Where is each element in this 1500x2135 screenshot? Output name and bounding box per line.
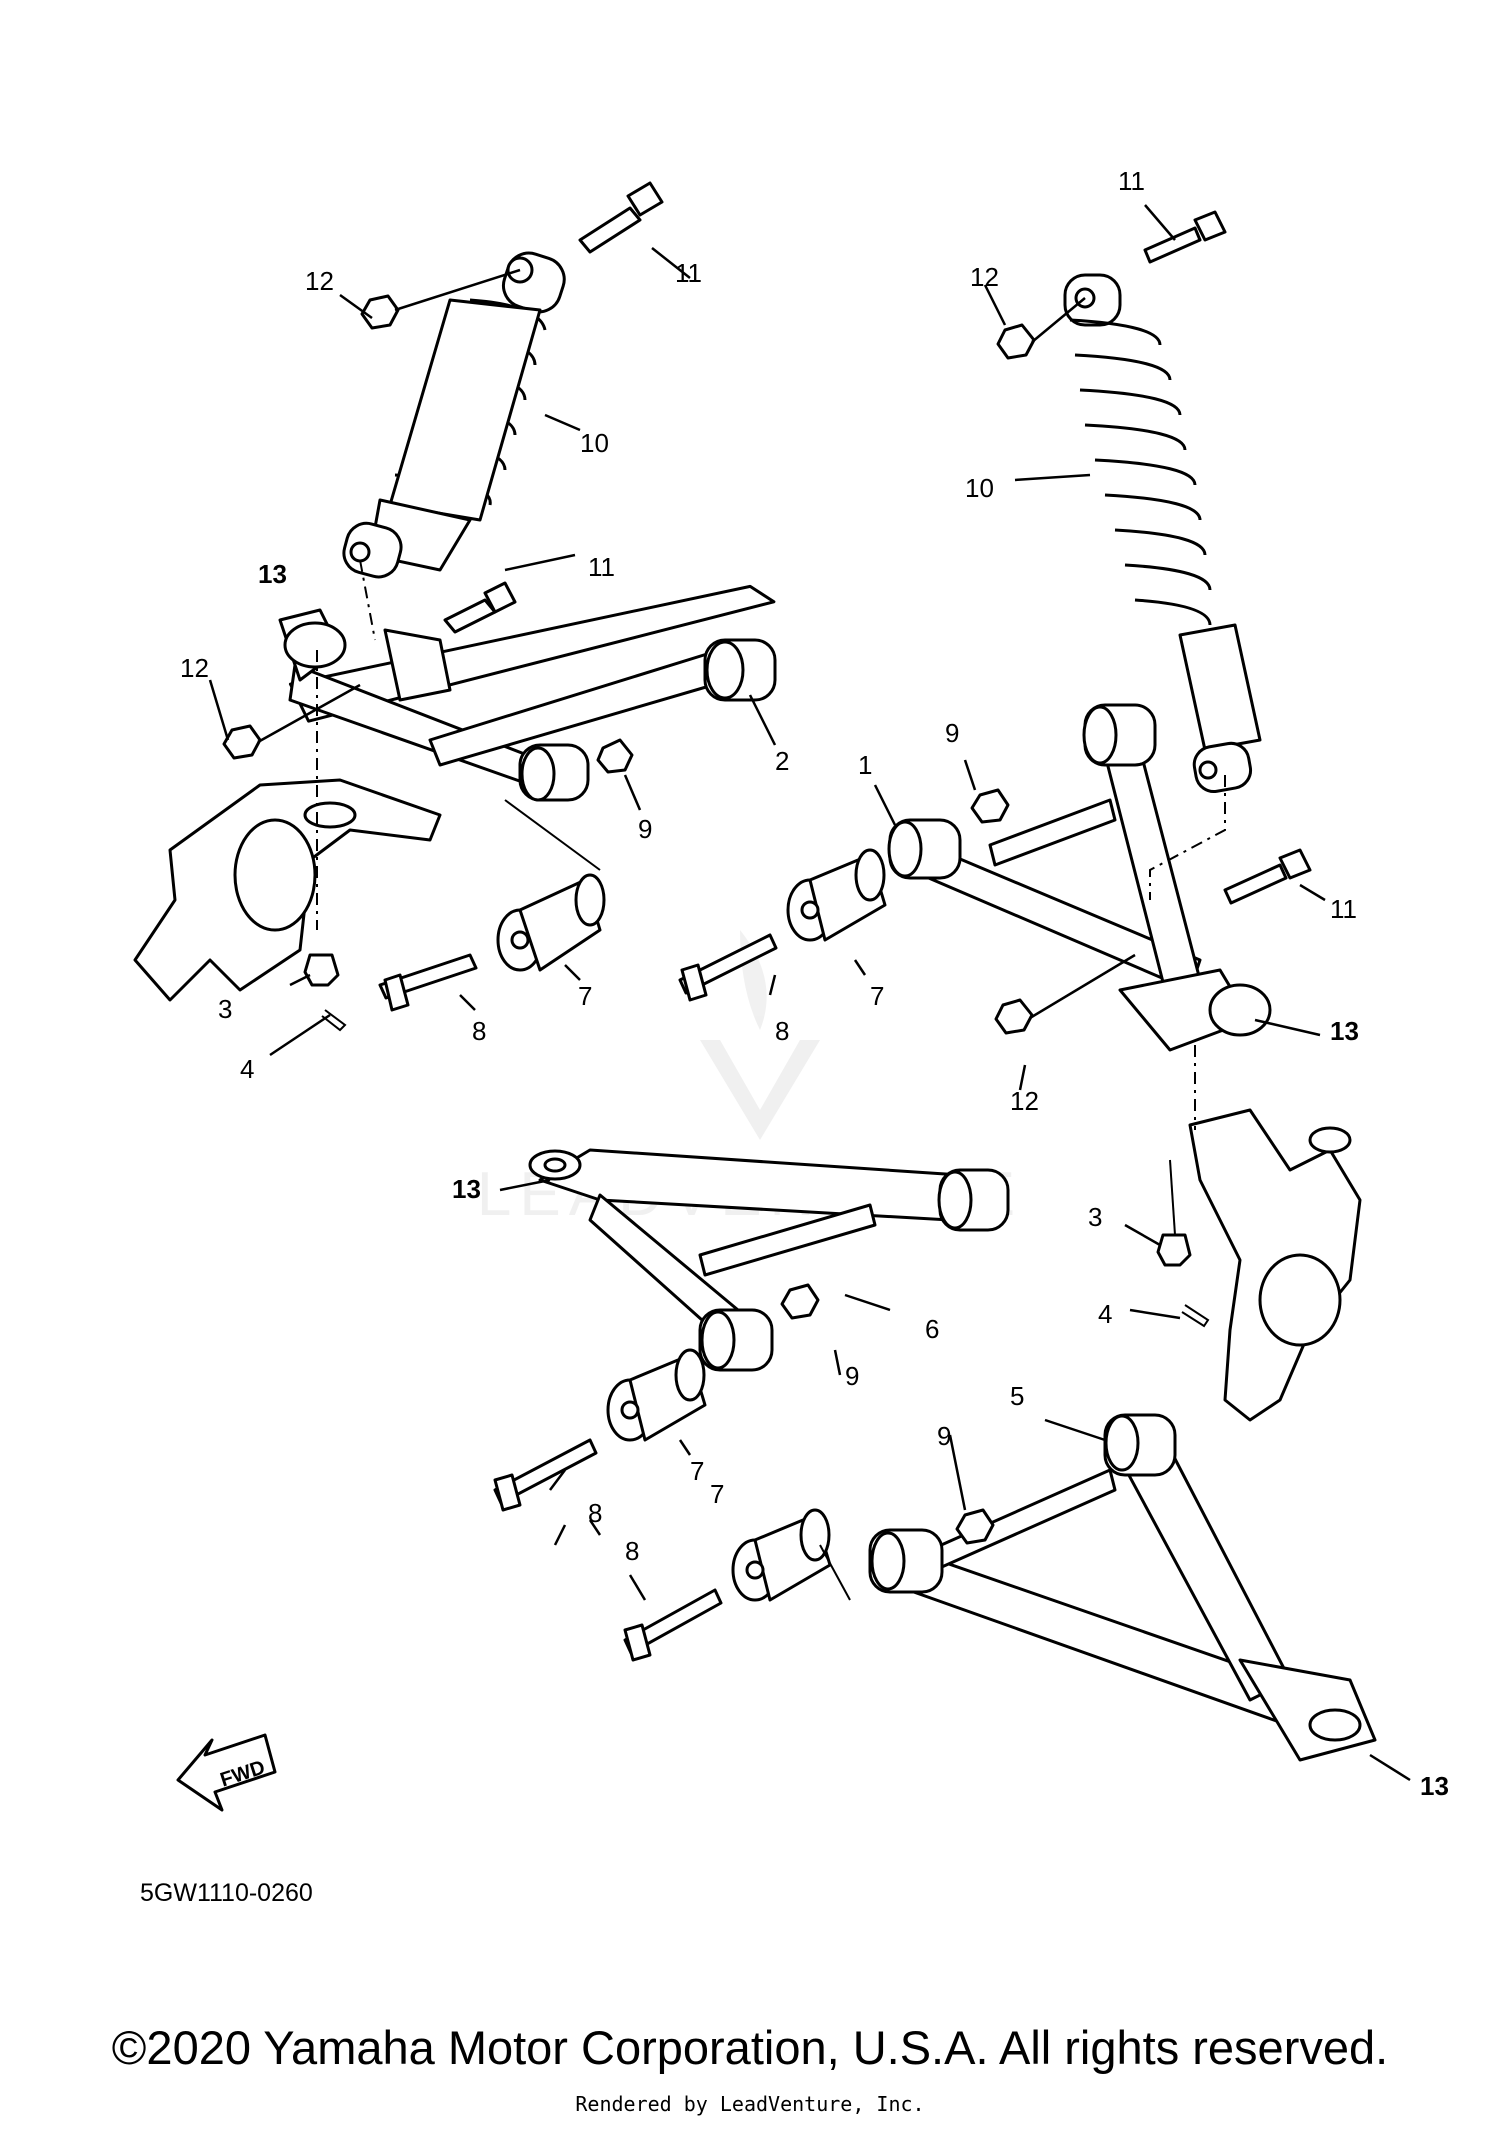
callout-9: 9	[638, 814, 652, 844]
callout-3: 3	[218, 994, 232, 1024]
fwd-arrow-icon: FWD	[176, 1733, 277, 1812]
alignment-lines	[316, 559, 1226, 1601]
callout-8: 8	[625, 1536, 639, 1566]
left-bushing-7	[496, 873, 606, 972]
left-castle-nut-3	[303, 953, 340, 987]
callout-12: 12	[305, 266, 334, 296]
lower-right-nut-9	[955, 1508, 995, 1545]
left-bolt-8	[378, 953, 478, 1012]
left-nut-9	[596, 738, 634, 774]
left-shock-upper-bolt	[578, 181, 664, 254]
left-steering-knuckle	[133, 778, 442, 1002]
right-shock-absorber	[1063, 273, 1262, 794]
right-cotter-pin-4	[1181, 1304, 1210, 1328]
lower-left-bushing-7	[606, 1348, 707, 1442]
right-shock-upper-nut	[996, 323, 1036, 360]
left-upper-arm	[278, 584, 777, 802]
callout-12: 12	[970, 262, 999, 292]
right-steering-knuckle	[1188, 1108, 1362, 1422]
callout-10: 10	[580, 428, 609, 458]
callout-3: 3	[1088, 1202, 1102, 1232]
right-bolt-11	[1223, 848, 1312, 905]
callout-7: 7	[870, 981, 884, 1011]
callout-13: 13	[1330, 1016, 1359, 1046]
right-nut-12	[994, 998, 1034, 1035]
callout-labels: 11 12 10 11 13 12 2 9 3 4 8 7 11 12 10 9…	[180, 166, 1449, 1801]
callout-11: 11	[1330, 894, 1357, 924]
callout-12: 12	[180, 653, 209, 683]
callout-11: 11	[1118, 166, 1145, 196]
callout-7: 7	[690, 1456, 704, 1486]
lower-right-bushing-7	[731, 1508, 832, 1602]
callout-2: 2	[775, 746, 789, 776]
lower-right-bolt-8	[623, 1588, 723, 1662]
callout-6: 6	[925, 1314, 939, 1344]
diagram-code: 5GW1110-0260	[140, 1879, 313, 1907]
left-shock-absorber	[342, 251, 566, 579]
right-nut-9	[970, 788, 1010, 824]
callout-1: 1	[858, 750, 872, 780]
callout-8: 8	[472, 1016, 486, 1046]
left-shock-upper-nut	[360, 294, 400, 330]
callout-7: 7	[578, 981, 592, 1011]
lower-left-bolt-8	[493, 1438, 598, 1512]
callout-7: 7	[710, 1479, 724, 1509]
lower-arm-6	[528, 1148, 1010, 1372]
callout-13: 13	[452, 1174, 481, 1204]
leader-lines	[208, 204, 1411, 1782]
callout-11: 11	[588, 552, 615, 582]
render-credit: Rendered by LeadVenture, Inc.	[575, 2092, 925, 2116]
callout-8: 8	[588, 1498, 602, 1528]
right-shock-upper-bolt	[1143, 210, 1227, 264]
callout-4: 4	[240, 1054, 254, 1084]
callout-9: 9	[945, 718, 959, 748]
callout-8: 8	[775, 1016, 789, 1046]
callout-4: 4	[1098, 1299, 1112, 1329]
lower-arm-5	[868, 1413, 1377, 1762]
callout-9: 9	[845, 1361, 859, 1391]
left-bolt-11	[443, 581, 517, 634]
callout-12: 12	[1010, 1086, 1039, 1116]
lower-left-nut-9	[780, 1283, 820, 1320]
left-cotter-pin-4	[321, 1009, 347, 1032]
right-castle-nut-3	[1156, 1233, 1192, 1267]
left-nut-12	[222, 724, 262, 760]
right-bolt-8	[678, 933, 778, 1002]
right-bushing-7	[786, 848, 887, 942]
callout-13: 13	[258, 559, 287, 589]
callout-11: 11	[675, 258, 702, 288]
callout-9: 9	[937, 1421, 951, 1451]
copyright-notice: ©2020 Yamaha Motor Corporation, U.S.A. A…	[111, 2021, 1389, 2074]
right-upper-arm	[887, 703, 1272, 1052]
callout-13: 13	[1420, 1771, 1449, 1801]
callout-5: 5	[1010, 1381, 1024, 1411]
callout-10: 10	[965, 473, 994, 503]
